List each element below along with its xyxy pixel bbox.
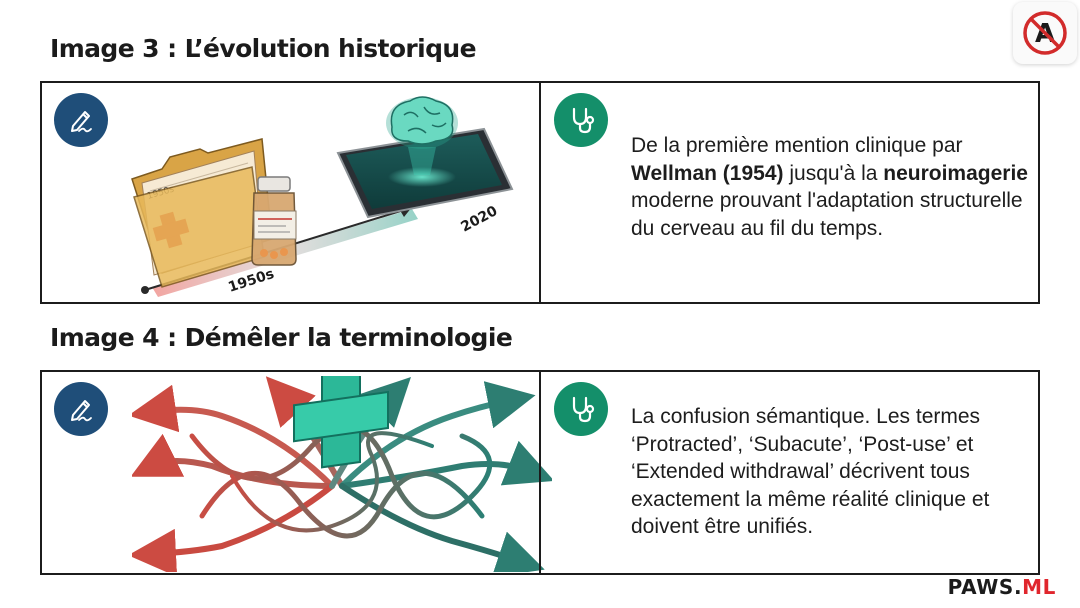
- card-divider: [539, 83, 541, 302]
- section-title-historical-evolution: Image 3 : L’évolution historique: [50, 34, 477, 63]
- no-a-logo-icon: A: [1023, 11, 1067, 55]
- timeline-label-end: 2020: [458, 203, 500, 236]
- section-title-terminology: Image 4 : Démêler la terminologie: [50, 323, 513, 352]
- pen-badge: [54, 382, 108, 436]
- author-highlight: Wellman (1954): [631, 161, 784, 185]
- stethoscope-icon: [572, 107, 595, 134]
- stethoscope-icon: [572, 396, 595, 423]
- stethoscope-badge: [554, 93, 608, 147]
- folder-icon: 1950s: [131, 138, 273, 288]
- pen-badge: [54, 93, 108, 147]
- neuroimaging-highlight: neuroimagerie: [883, 161, 1028, 185]
- footer-brand: PAWS.ML: [947, 575, 1056, 599]
- pen-icon: [71, 400, 92, 422]
- historical-evolution-card: 1950s 2020 1950s: [40, 81, 1040, 304]
- no-a-logo: A: [1013, 2, 1077, 64]
- medical-cross-icon: [293, 376, 389, 469]
- stethoscope-badge: [554, 382, 608, 436]
- brain-icon: [386, 96, 458, 149]
- terminology-illustration: [132, 376, 552, 572]
- pill-bottle-icon: [251, 176, 297, 266]
- historical-evolution-description: De la première mention clinique par Well…: [631, 134, 1028, 240]
- pen-icon: [71, 111, 92, 133]
- history-illustration: 1950s 2020 1950s: [131, 96, 514, 297]
- terminology-description: La confusion sémantique. Les termes ‘Pro…: [631, 405, 990, 538]
- card-divider: [539, 372, 541, 573]
- terminology-card: La confusion sémantique. Les termes ‘Pro…: [40, 370, 1040, 575]
